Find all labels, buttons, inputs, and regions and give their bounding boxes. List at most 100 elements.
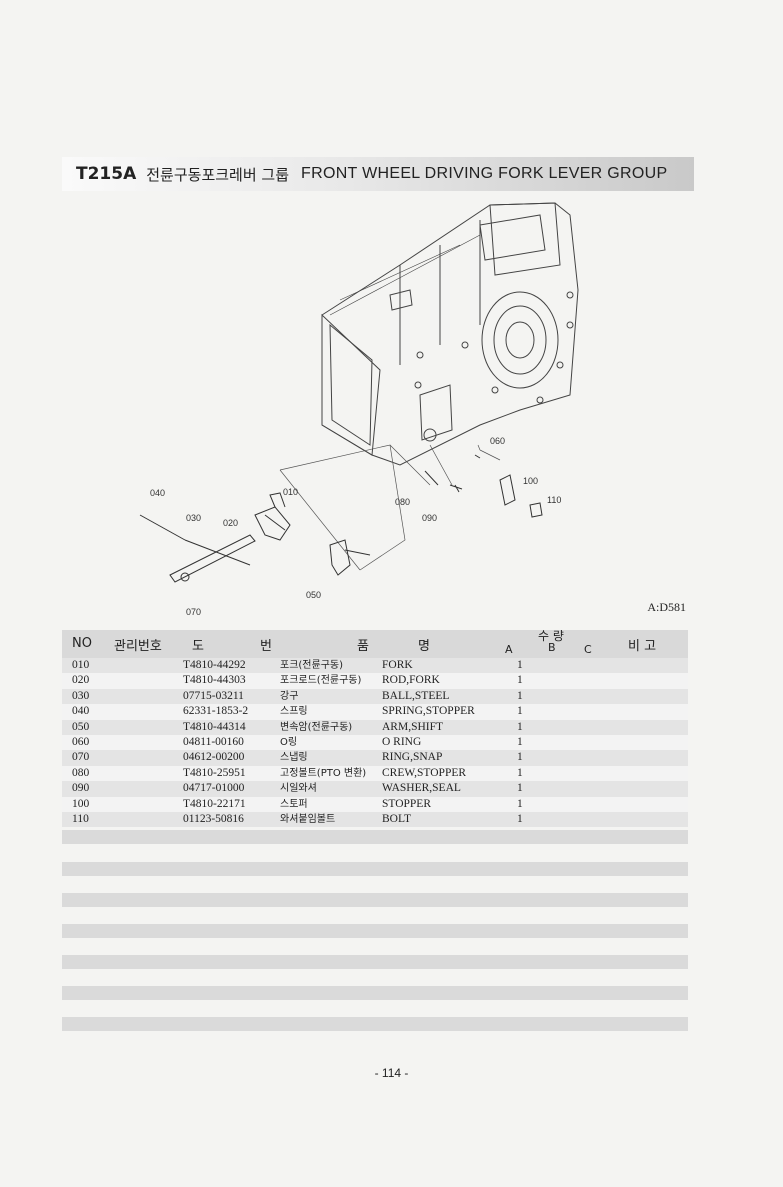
row-no: 040 xyxy=(72,705,90,718)
table-row: 080 T4810-25951 고정볼트(PTO 변환) CREW,STOPPE… xyxy=(62,765,688,782)
page-title-bar: T215A 전륜구동포크레버 그룹 FRONT WHEEL DRIVING FO… xyxy=(62,157,694,191)
callout-label: 020 xyxy=(223,518,238,528)
callout-label: 100 xyxy=(523,476,538,486)
row-drawing-number: T4810-44314 xyxy=(183,720,246,733)
group-code: T215A xyxy=(76,164,137,184)
row-qty-a: 1 xyxy=(517,720,523,733)
table-row: 050 T4810-44314 변속암(전륜구동) ARM,SHIFT 1 xyxy=(62,719,688,735)
row-name-korean: 스프링 xyxy=(280,706,308,718)
table-row: 060 04811-00160 O링 O RING 1 xyxy=(62,734,688,751)
row-name-korean: 시일와셔 xyxy=(280,783,317,795)
row-drawing-number: T4810-44303 xyxy=(183,674,246,687)
table-header: NO 관리번호 도 번 품 명 수 량 A B C 비 고 xyxy=(62,629,688,658)
row-name-english: ARM,SHIFT xyxy=(382,720,444,733)
header-qty-c: C xyxy=(584,643,592,656)
row-name-korean: 와셔붙임볼트 xyxy=(280,813,336,825)
table-row: 040 62331-1853-2 스프링 SPRING,STOPPER 1 xyxy=(62,704,688,720)
table-row: 010 T4810-44292 포크(전륜구동) FORK 1 xyxy=(62,658,688,674)
row-drawing-number: 01123-50816 xyxy=(183,812,244,825)
row-qty-a: 1 xyxy=(517,812,523,825)
callout-label: 050 xyxy=(306,590,321,600)
parts-drawing xyxy=(139,454,543,583)
row-name-korean: O링 xyxy=(280,736,298,748)
row-qty-a: 1 xyxy=(517,674,523,687)
row-no: 030 xyxy=(72,689,90,702)
callout-label: 080 xyxy=(395,497,410,507)
header-quantity: 수 량 xyxy=(538,629,564,643)
row-drawing-number: T4810-44292 xyxy=(183,659,246,671)
header-drawing-1: 도 xyxy=(192,639,204,654)
row-name-english: SPRING,STOPPER xyxy=(382,705,475,718)
table-body: 010 T4810-44292 포크(전륜구동) FORK 1 020 T481… xyxy=(62,658,688,828)
header-name-2: 명 xyxy=(418,639,430,654)
row-no: 110 xyxy=(72,812,89,825)
row-drawing-number: 04811-00160 xyxy=(183,735,244,748)
table-row: 110 01123-50816 와셔붙임볼트 BOLT 1 xyxy=(62,811,688,828)
table-row: 070 04612-00200 스냅링 RING,SNAP 1 xyxy=(62,750,688,766)
empty-table-band xyxy=(62,955,688,969)
header-drawing-2: 번 xyxy=(260,639,272,654)
row-qty-a: 1 xyxy=(517,735,523,748)
row-name-korean: 강구 xyxy=(280,690,299,702)
row-qty-a: 1 xyxy=(517,705,523,718)
row-name-english: FORK xyxy=(382,659,413,671)
group-title-english: FRONT WHEEL DRIVING FORK LEVER GROUP xyxy=(301,165,668,182)
row-drawing-number: 04717-01000 xyxy=(183,782,245,795)
row-drawing-number: 04612-00200 xyxy=(183,751,245,764)
row-qty-a: 1 xyxy=(517,659,523,671)
row-name-korean: 포크(전륜구동) xyxy=(280,660,344,671)
table-row: 020 T4810-44303 포크로드(전륜구동) ROD,FORK 1 xyxy=(62,673,688,689)
table-row: 090 04717-01000 시일와셔 WASHER,SEAL 1 xyxy=(62,781,688,797)
empty-table-band xyxy=(62,893,688,907)
group-title-korean: 전륜구동포크레버 그룹 xyxy=(146,165,290,184)
row-drawing-number: 07715-03211 xyxy=(183,689,244,702)
empty-table-band xyxy=(62,830,688,844)
row-no: 050 xyxy=(72,720,90,733)
row-no: 020 xyxy=(72,674,90,687)
assembly-lines xyxy=(279,444,501,571)
row-name-english: STOPPER xyxy=(382,797,432,810)
row-drawing-number: T4810-22171 xyxy=(183,797,246,810)
row-drawing-number: T4810-25951 xyxy=(183,766,246,779)
row-name-korean: 고정볼트(PTO 변환) xyxy=(280,767,367,779)
callout-label: 060 xyxy=(490,436,505,446)
row-no: 060 xyxy=(72,735,90,748)
exploded-parts-diagram: 010 020 030 040 050 060 070 080 090 100 … xyxy=(139,202,579,617)
callout-label: 110 xyxy=(547,495,561,505)
row-name-korean: 스냅링 xyxy=(280,752,308,764)
header-no: NO xyxy=(72,636,92,651)
header-remarks: 비 고 xyxy=(628,639,657,654)
row-no: 100 xyxy=(72,797,90,810)
row-drawing-number: 62331-1853-2 xyxy=(183,705,249,718)
empty-table-band xyxy=(62,862,688,876)
callout-label: 030 xyxy=(186,513,201,523)
callout-label: 070 xyxy=(186,607,201,617)
header-qty-b: B xyxy=(548,641,556,654)
row-no: 010 xyxy=(72,659,90,671)
row-no: 080 xyxy=(72,766,90,779)
row-name-english: BALL,STEEL xyxy=(382,689,450,702)
row-no: 070 xyxy=(72,751,90,764)
parts-table: NO 관리번호 도 번 품 명 수 량 A B C 비 고 010 T4810-… xyxy=(62,629,688,828)
header-name-1: 품 xyxy=(357,639,369,654)
row-name-korean: 스토퍼 xyxy=(280,798,308,810)
row-no: 090 xyxy=(72,782,90,795)
page-number: - 114 - xyxy=(374,1066,409,1080)
diagram-reference-code: A:D581 xyxy=(647,600,686,614)
row-name-english: RING,SNAP xyxy=(382,751,443,764)
callouts: 010 020 030 040 050 060 070 080 090 100 … xyxy=(150,436,561,617)
row-qty-a: 1 xyxy=(517,689,523,702)
callout-label: 040 xyxy=(150,488,165,498)
row-name-english: WASHER,SEAL xyxy=(382,782,461,795)
row-qty-a: 1 xyxy=(517,766,523,779)
row-name-english: ROD,FORK xyxy=(382,674,440,687)
row-name-english: CREW,STOPPER xyxy=(382,766,467,779)
row-qty-a: 1 xyxy=(517,782,523,795)
callout-label: 010 xyxy=(283,487,298,497)
header-qty-a: A xyxy=(505,643,513,656)
transmission-housing-drawing xyxy=(321,202,579,466)
empty-table-band xyxy=(62,986,688,1000)
empty-table-band xyxy=(62,1017,688,1031)
row-qty-a: 1 xyxy=(517,751,523,764)
table-row: 030 07715-03211 강구 BALL,STEEL 1 xyxy=(62,688,688,705)
